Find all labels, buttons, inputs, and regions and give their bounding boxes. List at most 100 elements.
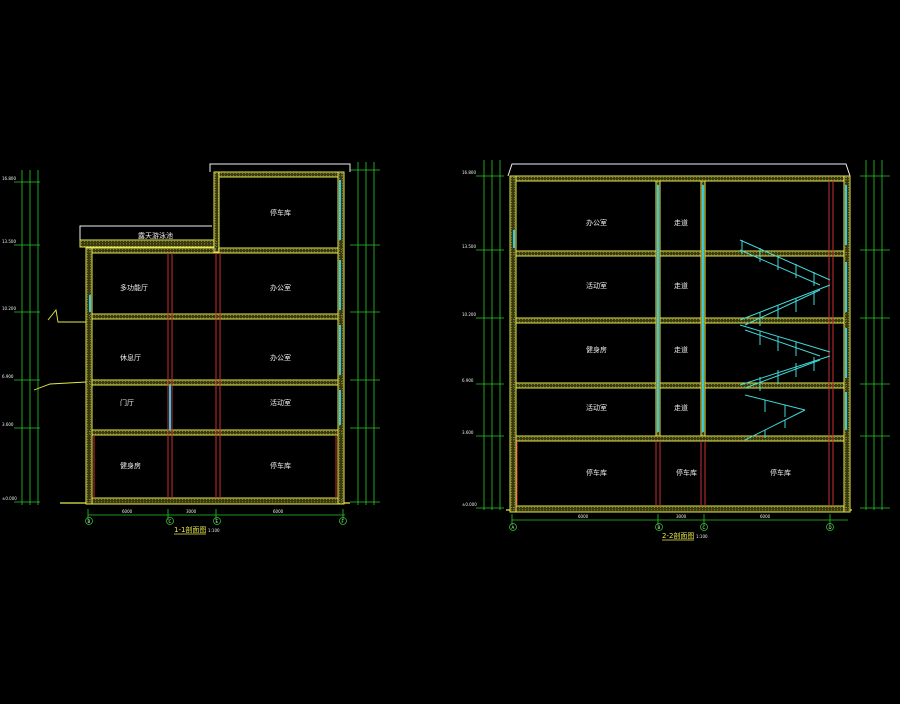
hatch-dot: [792, 384, 793, 385]
hatch-dot: [149, 499, 150, 500]
hatch-dot: [531, 507, 532, 508]
hatch-dot: [275, 431, 276, 432]
hatch-dot: [633, 439, 634, 441]
hatch-dot: [320, 431, 321, 432]
hatch-dot: [87, 359, 88, 360]
hatch-dot: [514, 434, 515, 436]
hatch-dot: [777, 437, 778, 438]
hatch-dot: [834, 179, 835, 181]
hatch-dot: [702, 337, 703, 338]
hatch-dot: [845, 329, 846, 331]
hatch-dot: [95, 317, 96, 319]
hatch-dot: [514, 239, 515, 241]
hatch-dot: [648, 507, 649, 508]
hatch-dot: [511, 382, 512, 383]
hatch-dot: [720, 509, 721, 511]
hatch-dot: [257, 315, 258, 316]
hatch-dot: [579, 507, 580, 508]
hatch-dot: [131, 381, 132, 382]
hatch-dot: [514, 187, 515, 188]
hatch-dot: [339, 343, 340, 344]
hatch-dot: [513, 252, 514, 253]
hatch-dot: [189, 246, 190, 247]
hatch-dot: [87, 291, 88, 293]
hatch-dot: [514, 389, 515, 391]
hatch-dot: [702, 321, 703, 323]
hatch-dot: [230, 175, 231, 177]
hatch-dot: [272, 499, 273, 500]
hatch-dot: [141, 241, 142, 242]
hatch-dot: [848, 482, 849, 483]
hatch-dot: [726, 439, 727, 441]
hatch-dot: [111, 241, 112, 242]
hatch-dot: [600, 321, 601, 323]
hatch-dot: [239, 251, 240, 253]
hatch-dot: [216, 243, 217, 245]
hatch-dot: [813, 319, 814, 320]
hatch-dot: [846, 254, 847, 256]
hatch-dot: [339, 183, 340, 184]
hatch-dot: [514, 194, 515, 196]
hatch-dot: [266, 381, 267, 382]
hatch-dot: [339, 440, 340, 442]
hatch-dot: [702, 222, 703, 223]
hatch-dot: [612, 254, 613, 256]
left-room-label: 多功能厅: [120, 283, 148, 292]
hatch-dot: [90, 374, 91, 375]
hatch-dot: [845, 307, 846, 308]
hatch-dot: [657, 434, 658, 436]
hatch-dot: [840, 384, 841, 385]
hatch-dot: [514, 509, 515, 511]
hatch-dot: [342, 243, 343, 244]
hatch-dot: [514, 257, 515, 258]
hatch-dot: [170, 433, 171, 435]
hatch-dot: [188, 433, 189, 435]
hatch-dot: [669, 319, 670, 320]
hatch-dot: [242, 501, 243, 503]
hatch-dot: [342, 195, 343, 197]
hatch-dot: [87, 416, 88, 418]
hatch-dot: [657, 224, 658, 226]
hatch-dot: [702, 334, 703, 336]
hatch-dot: [570, 437, 571, 438]
hatch-dot: [681, 384, 682, 385]
hatch-dot: [579, 509, 580, 511]
hatch-dot: [845, 419, 846, 421]
hatch-dot: [245, 317, 246, 319]
hatch-dot: [822, 384, 823, 385]
hatch-dot: [845, 369, 846, 371]
hatch-dot: [146, 501, 147, 503]
hatch-dot: [110, 501, 111, 503]
hatch-dot: [323, 251, 324, 253]
hatch-dot: [514, 197, 515, 198]
hatch-dot: [845, 214, 846, 216]
hatch-dot: [845, 484, 846, 486]
hatch-dot: [511, 327, 512, 328]
hatch-dot: [176, 315, 177, 316]
hatch-dot: [783, 507, 784, 508]
hatch-dot: [831, 384, 832, 385]
hatch-dot: [735, 384, 736, 385]
hatch-dot: [579, 437, 580, 438]
hatch-dot: [645, 509, 646, 511]
hatch-dot: [511, 322, 512, 323]
hatch-dot: [87, 381, 88, 383]
hatch-dot: [693, 319, 694, 320]
hatch-dot: [233, 317, 234, 319]
right-room-label: 走道: [674, 218, 688, 227]
hatch-dot: [708, 252, 709, 253]
hatch-dot: [317, 431, 318, 432]
hatch-dot: [636, 252, 637, 253]
hatch-dot: [90, 401, 91, 403]
hatch-dot: [116, 499, 117, 500]
hatch-dot: [810, 386, 811, 388]
hatch-dot: [795, 321, 796, 323]
hatch-dot: [320, 315, 321, 316]
hatch-dot: [845, 272, 846, 273]
hatch-dot: [284, 315, 285, 316]
hatch-dot: [149, 251, 150, 253]
hatch-dot: [197, 431, 198, 432]
hatch-dot: [828, 179, 829, 181]
hatch-dot: [339, 385, 340, 387]
hatch-dot: [339, 263, 340, 264]
